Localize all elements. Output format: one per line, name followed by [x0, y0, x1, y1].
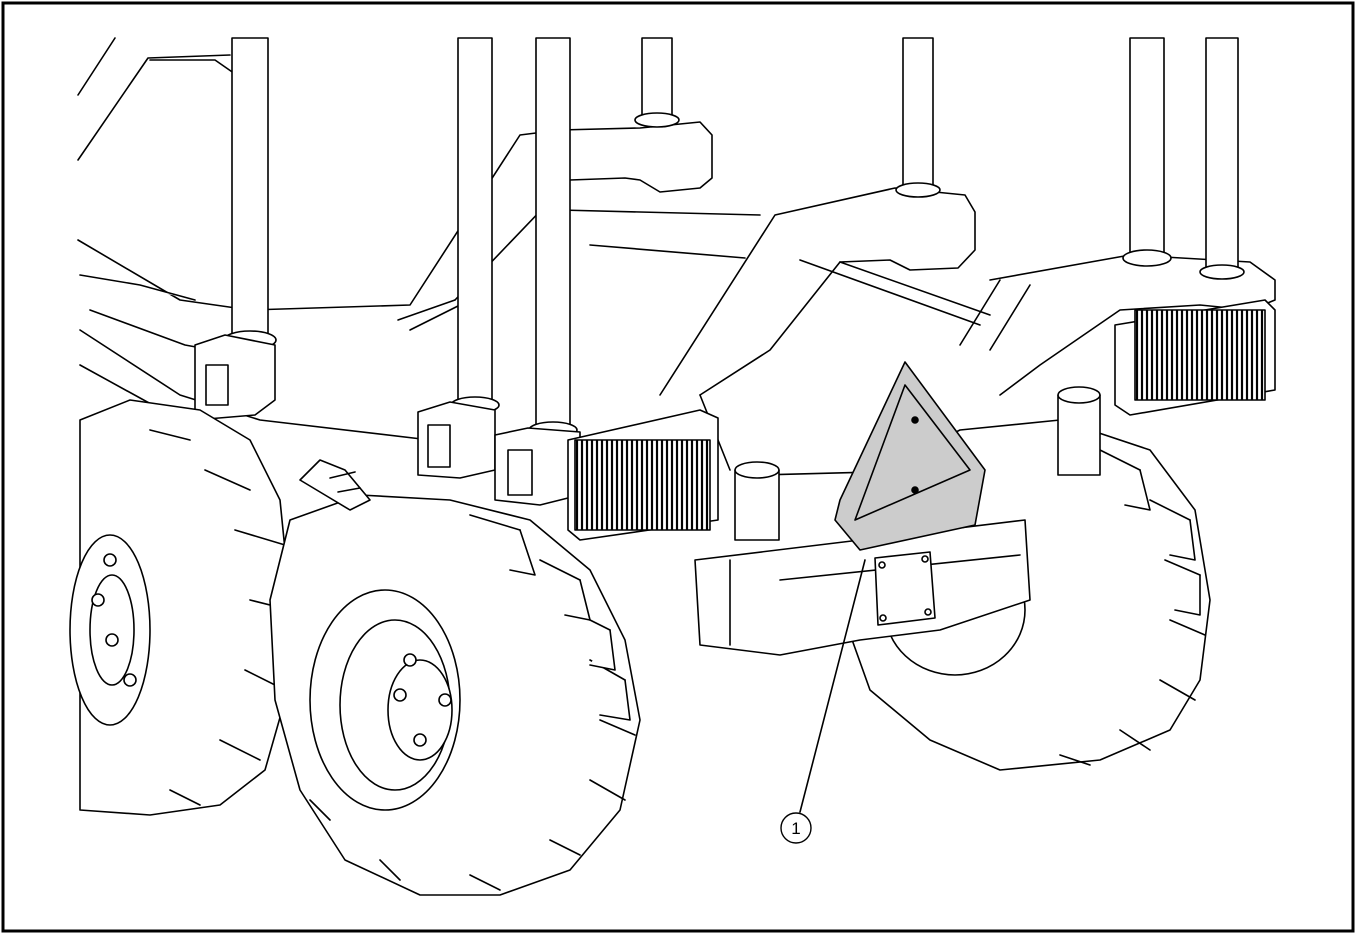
slow-moving-vehicle-triangle: [834, 361, 986, 551]
left-rear-wheel: [69, 399, 291, 816]
left-front-wheel: [269, 494, 641, 896]
callout-leader-line: [799, 559, 866, 813]
hitch: [299, 459, 371, 511]
post-sockets: [194, 334, 581, 506]
callout-number: 1: [791, 819, 800, 838]
callout-1: 1: [780, 812, 812, 844]
light-housings: [567, 299, 1276, 541]
rear-beam: [694, 386, 1101, 656]
